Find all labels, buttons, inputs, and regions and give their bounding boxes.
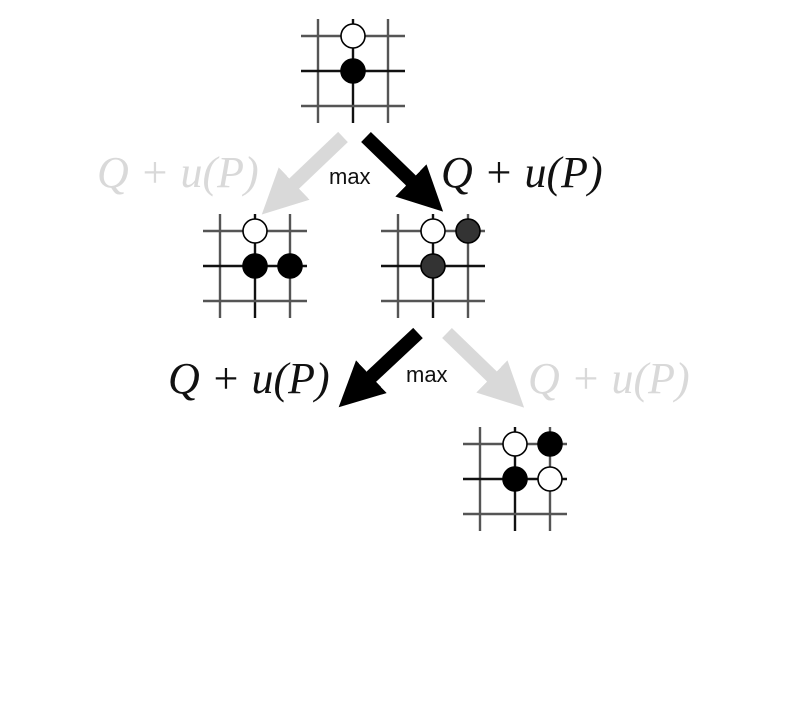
formula-label-l1-left: Q + u(P) bbox=[97, 148, 259, 197]
formula-label-l2-left: Q + u(P) bbox=[168, 354, 330, 403]
white-stone bbox=[420, 218, 446, 244]
black-stone bbox=[340, 58, 366, 84]
board-level1-right bbox=[381, 214, 485, 318]
white-stone bbox=[537, 466, 563, 492]
black-stone bbox=[277, 253, 303, 279]
arrow-right-selected bbox=[361, 131, 444, 212]
board-level1-left bbox=[203, 214, 307, 318]
white-stone bbox=[502, 431, 528, 457]
black-stone bbox=[242, 253, 268, 279]
max-label-l2: max bbox=[406, 362, 448, 387]
board-level2-right bbox=[463, 427, 567, 531]
board-root bbox=[301, 19, 405, 123]
black-stone bbox=[455, 218, 481, 244]
arrow-left-unselected bbox=[261, 131, 348, 215]
formula-label-l2-right: Q + u(P) bbox=[528, 354, 690, 403]
max-label-l1: max bbox=[329, 164, 371, 189]
black-stone bbox=[537, 431, 563, 457]
white-stone bbox=[242, 218, 268, 244]
black-stone bbox=[420, 253, 446, 279]
white-stone bbox=[340, 23, 366, 49]
formula-label-l1-right: Q + u(P) bbox=[441, 148, 603, 197]
arrow-level2-right-unselected bbox=[442, 327, 525, 408]
black-stone bbox=[502, 466, 528, 492]
arrow-level2-left-selected bbox=[338, 327, 423, 408]
